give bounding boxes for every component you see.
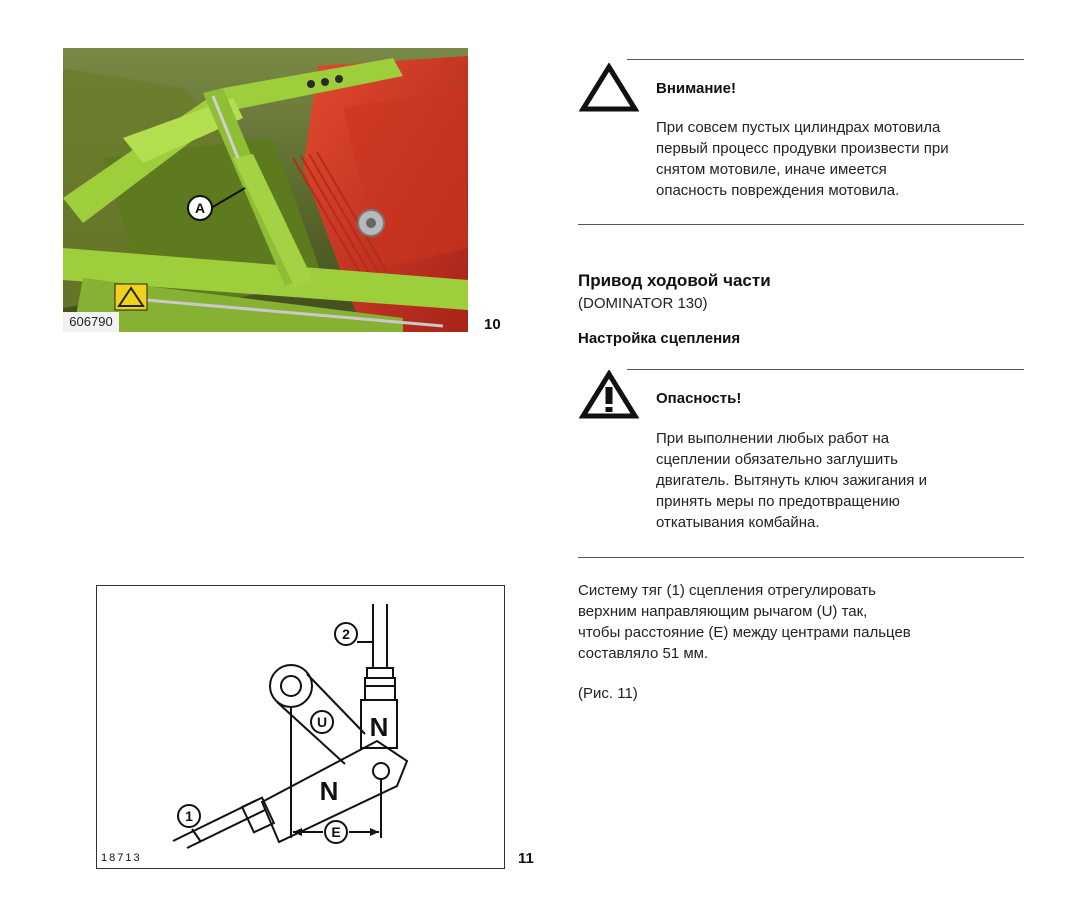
danger-line: двигатель. Вытянуть ключ зажигания и [656,472,927,489]
callout-u-marker [310,710,334,734]
figure-11-number: 11 [518,850,534,867]
nut-upper-label: N [370,712,389,742]
callout-a-label: A [195,200,205,216]
warning-text: При совсем пустых цилиндрах мотовила пер… [656,117,949,201]
danger-text: При выполнении любых работ на сцеплении … [656,428,927,533]
callout-1-label: 1 [185,808,193,824]
instruction-line: чтобы расстояние (E) между центрами паль… [578,624,911,641]
divider-top [627,59,1024,60]
callout-2-label: 2 [342,626,350,642]
divider-danger-bottom [578,557,1024,558]
danger-line: принять меры по предотвращению [656,493,900,510]
section-title: Привод ходовой части [578,271,771,290]
warning-line: опасность повреждения мотовила. [656,182,900,199]
danger-title: Опасность! [656,390,742,407]
nut-lower-label: N [320,776,339,806]
danger-line: откатывания комбайна. [656,514,820,531]
callout-e-marker [324,820,348,844]
callout-a-marker [187,195,213,221]
figure-reference: (Рис. 11) [578,685,638,702]
figure-10-number: 10 [484,316,501,333]
callout-1-marker [177,804,201,828]
warning-triangle-icon [579,63,639,112]
divider-danger-top [627,369,1024,370]
callout-e-label: E [331,824,340,840]
warning-line: снятом мотовиле, иначе имеется [656,161,887,178]
danger-exclamation-icon [579,370,639,419]
instruction-line: Систему тяг (1) сцепления отрегулировать [578,582,876,599]
instruction-text: Систему тяг (1) сцепления отрегулировать… [578,580,911,664]
danger-line: При выполнении любых работ на [656,430,890,447]
figure-10-photo: A 606790 [63,48,468,332]
instruction-line: верхним направляющим рычагом (U) так, [578,603,868,620]
section-subheading: Настройка сцепления [578,330,741,347]
clutch-linkage-drawing: 2 U E 1 N N [172,604,409,849]
warning-line: первый процесс продувки произвести при [656,140,949,157]
divider-warning-bottom [578,224,1024,225]
combine-reel-photo: A [63,48,468,332]
section-subtitle: (DOMINATOR 130) [578,295,708,312]
danger-line: сцеплении обязательно заглушить [656,451,898,468]
drawing-id-label: 18713 [101,852,142,864]
callout-u-label: U [317,714,327,730]
warning-line: При совсем пустых цилиндрах мотовила [656,119,941,136]
callout-2-marker [334,622,358,646]
figure-11-diagram: 2 U E 1 N N 18713 [96,585,505,869]
photo-id-label: 606790 [63,312,119,332]
warning-title: Внимание! [656,80,736,97]
instruction-line: составляло 51 мм. [578,645,709,662]
